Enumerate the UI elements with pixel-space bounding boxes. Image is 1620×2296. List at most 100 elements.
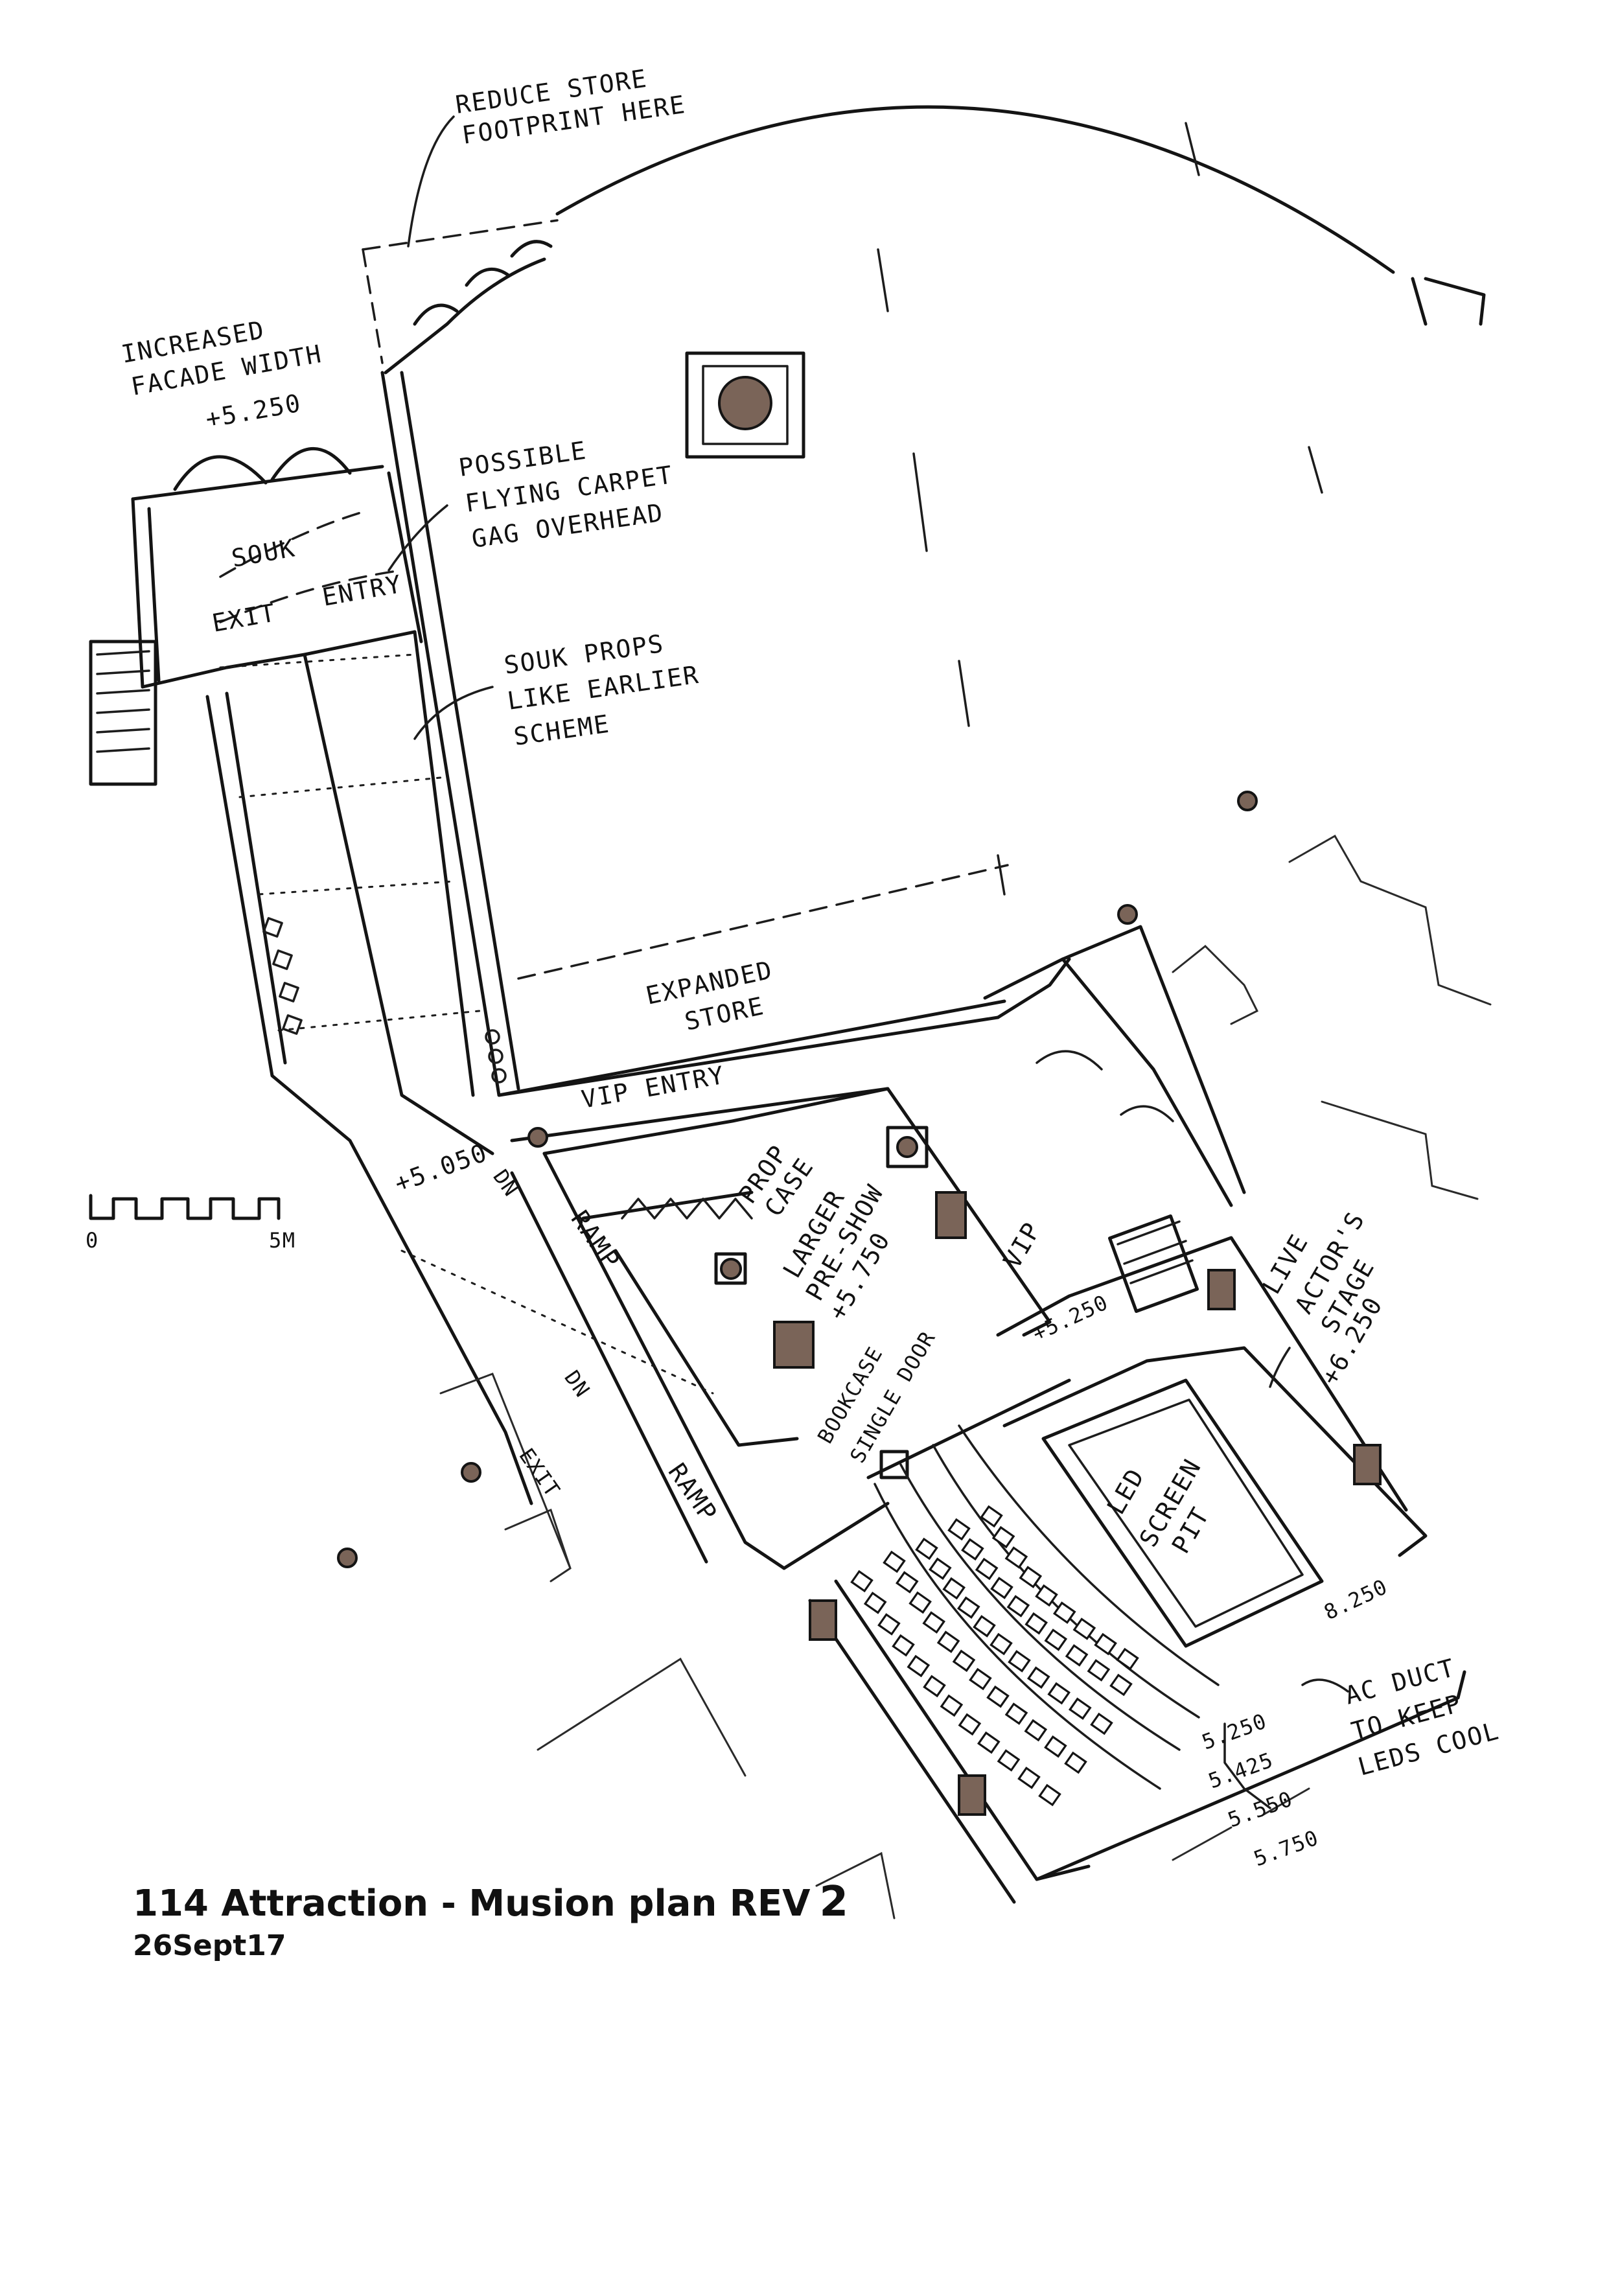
tree-1	[1237, 791, 1258, 811]
audience-seat	[1069, 1697, 1092, 1721]
vip-block	[935, 1191, 967, 1239]
leader-ac-duct	[1301, 1678, 1349, 1693]
plan-date: 26Sept17	[133, 1929, 286, 1962]
vip-stair-treads	[1117, 1220, 1194, 1284]
souk-prop-2	[272, 949, 293, 970]
audience-seat	[1038, 1783, 1061, 1807]
stage-column-2	[1353, 1444, 1382, 1485]
led-screen-pit-inner	[1068, 1398, 1304, 1628]
store-outer-corner	[1424, 277, 1486, 326]
audience-seat	[1004, 1546, 1028, 1569]
level-tier-2: 5.425	[1205, 1747, 1277, 1793]
audience-seat	[883, 1550, 906, 1573]
store-mark-2	[912, 452, 928, 552]
level-tier-4: 5.750	[1251, 1825, 1323, 1871]
scale-end-label: 5M	[269, 1228, 296, 1253]
boh-door	[1036, 1050, 1103, 1071]
leader-tiers	[1223, 1722, 1271, 1809]
audience-seats	[850, 1505, 1139, 1807]
audience-seat	[922, 1611, 945, 1634]
store-door-2	[465, 267, 511, 287]
audience-seat	[1094, 1632, 1117, 1656]
leader-flying-carpet	[388, 504, 448, 572]
corridor-east	[413, 630, 475, 1097]
audience-seat	[863, 1592, 887, 1614]
audience-seat	[1087, 1659, 1111, 1682]
audience-seat	[1006, 1595, 1030, 1618]
audience-seat	[929, 1557, 952, 1581]
preshow-plinth	[714, 1252, 747, 1285]
audience-seat	[892, 1634, 915, 1657]
audience-seat	[1008, 1650, 1031, 1673]
audience-seat	[1044, 1629, 1068, 1651]
plan-revision: 2	[819, 1878, 849, 1926]
context-building-5	[504, 1508, 572, 1570]
corridor-bay-1	[219, 653, 416, 669]
label-ramp-upper: RAMP	[566, 1205, 626, 1275]
store-mark-4	[997, 854, 1006, 896]
bookcase-door	[782, 1502, 890, 1570]
audience-seat	[986, 1685, 1010, 1708]
souk-prop-7	[491, 1068, 507, 1084]
audience-seat	[1035, 1584, 1058, 1607]
facade-door-left	[173, 455, 268, 491]
vip-column	[896, 1136, 918, 1158]
audience-seat	[958, 1713, 982, 1736]
audience-seat	[961, 1538, 984, 1561]
corridor-bay-4	[277, 1010, 481, 1032]
audience-seat	[947, 1518, 971, 1541]
store-outer-arc-tick	[1411, 277, 1428, 326]
audience-seat	[991, 1525, 1015, 1549]
label-dn-lower: DN	[559, 1366, 595, 1402]
label-vip: VIP	[998, 1217, 1047, 1273]
note-souk-props-3: SCHEME	[512, 710, 612, 751]
level-pit-edge: 8.250	[1320, 1574, 1391, 1625]
corridor-mid	[303, 653, 494, 1155]
souk-prop-4	[282, 1014, 303, 1035]
preshow-screen-block	[773, 1321, 815, 1369]
context-building-6	[537, 1657, 746, 1777]
boh-door-2	[1120, 1105, 1174, 1122]
audience-seat	[1072, 1618, 1096, 1640]
store-west-wall-inner	[400, 371, 520, 1091]
tree-4	[337, 1548, 358, 1568]
audience-seat	[942, 1577, 966, 1600]
label-vip-entry: VIP ENTRY	[579, 1061, 727, 1114]
label-entry: ENTRY	[320, 570, 404, 612]
level-corridor: +5.050	[391, 1138, 491, 1198]
souk-east-wall	[387, 471, 423, 644]
store-expanded-line	[517, 864, 1009, 980]
leader-actor-stage	[1269, 1347, 1291, 1388]
seating-riser-4	[958, 1424, 1220, 1686]
theatre-area	[782, 925, 1466, 1904]
corridor-column	[527, 1127, 548, 1148]
label-souk: SOUK	[229, 533, 298, 573]
context-building-3	[1321, 1100, 1479, 1200]
scale-bar-graphic	[89, 1194, 281, 1220]
store-outer-arc-1	[555, 105, 1395, 274]
souk-prop-1	[262, 917, 283, 938]
audience-seat	[1044, 1735, 1067, 1758]
label-exit-top: EXIT	[210, 598, 279, 638]
store-mark-5	[1185, 122, 1200, 176]
audience-seat	[1004, 1702, 1028, 1725]
theatre-south-wall	[1035, 1670, 1466, 1881]
audience-seat	[1065, 1644, 1089, 1667]
stage-outline	[1002, 1346, 1428, 1557]
store-door-3	[510, 240, 553, 258]
annotation-leaders	[388, 115, 1349, 1809]
ramp-upper-outer	[542, 1152, 786, 1570]
context-line-2	[1262, 1787, 1310, 1816]
label-dn-upper: DN	[488, 1165, 524, 1201]
central-column	[718, 376, 772, 430]
leader-reduce-store	[407, 115, 455, 248]
preshow-inner-wall	[614, 1249, 799, 1447]
theatre-column-west	[809, 1599, 837, 1641]
scale-bar: 0 5M	[86, 1194, 296, 1253]
boh-wall-1	[983, 957, 1233, 1207]
label-led-1: LED	[1102, 1463, 1150, 1520]
souk-prop-6	[488, 1049, 503, 1064]
audience-seat	[975, 1557, 999, 1581]
context-building-4	[439, 1373, 572, 1583]
audience-seat	[977, 1731, 1001, 1754]
